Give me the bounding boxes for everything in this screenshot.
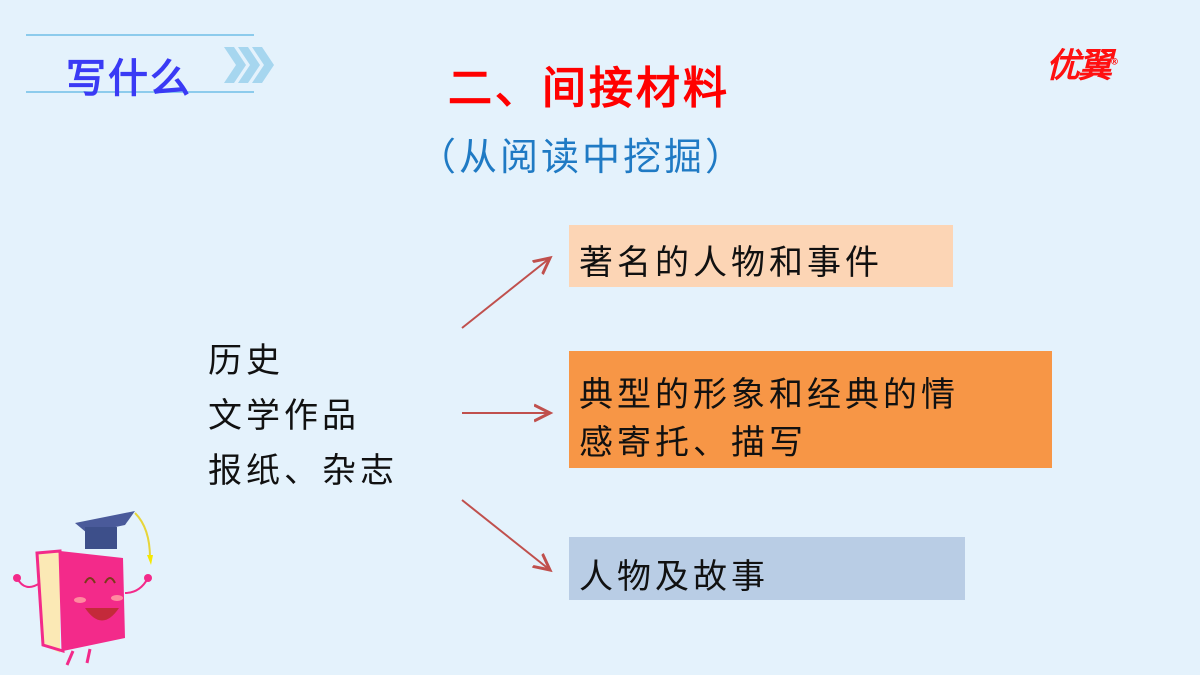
source-item: 历史	[208, 341, 284, 381]
logo-text: 优翼	[1046, 46, 1112, 86]
target-text: 著名的人物和事件	[579, 243, 883, 283]
target-text-line: 典型的形象和经典的情	[579, 375, 959, 415]
target-text: 人物及故事	[579, 557, 769, 597]
header-line-bottom	[26, 91, 254, 93]
target-text-line: 感寄托、描写	[579, 423, 807, 463]
arrow-to-target-3	[461, 499, 550, 570]
source-item: 文学作品	[208, 396, 360, 436]
target-box-typical-images: 典型的形象和经典的情感寄托、描写	[569, 351, 1052, 468]
page-subtitle: （从阅读中挖掘）	[418, 135, 747, 179]
page-title: 二、间接材料	[448, 63, 730, 114]
book-mascot-icon	[13, 511, 153, 666]
registered-mark: ®	[1110, 57, 1119, 68]
chevrons-icon	[224, 47, 274, 83]
arrow-to-target-1	[461, 258, 550, 329]
header-line-top	[26, 34, 254, 36]
section-label: 写什么	[66, 56, 192, 102]
source-item: 报纸、杂志	[208, 451, 398, 491]
target-box-characters-stories: 人物及故事	[569, 537, 965, 600]
brand-logo: 优翼®	[1046, 38, 1119, 87]
target-box-famous-people-events: 著名的人物和事件	[569, 225, 953, 287]
